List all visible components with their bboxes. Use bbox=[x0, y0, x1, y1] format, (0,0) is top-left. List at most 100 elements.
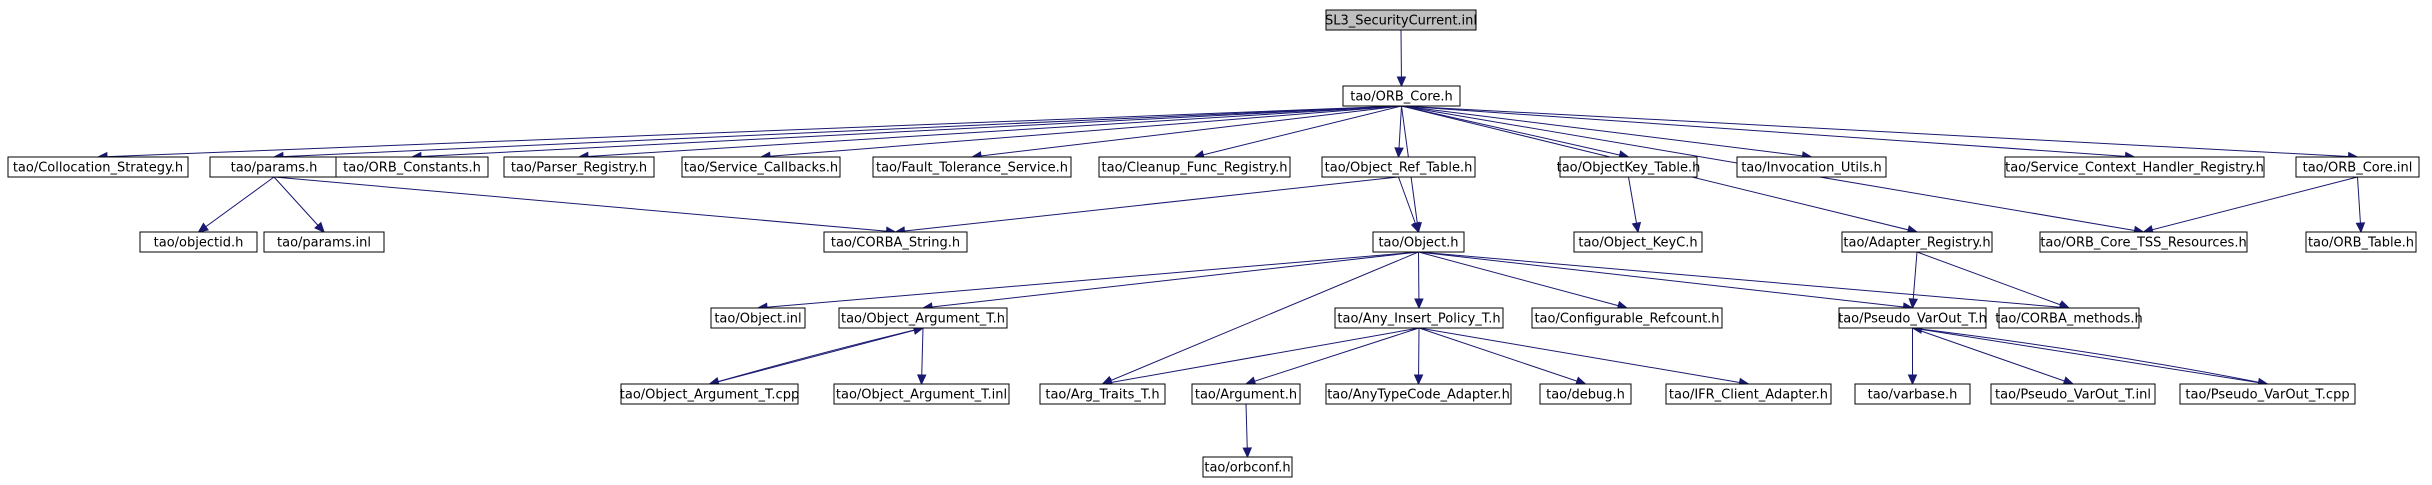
node-corba-methods[interactable]: tao/CORBA_methods.h bbox=[1995, 307, 2143, 329]
node-box bbox=[335, 156, 489, 178]
edge-params_h-to-corba_string bbox=[273, 176, 897, 236]
node-label: SL3_SecurityCurrent.inl bbox=[1325, 14, 1477, 29]
node-label: tao/AnyTypeCode_Adapter.h bbox=[1327, 388, 1510, 403]
node-label: tao/Object_Argument_T.cpp bbox=[620, 388, 799, 403]
node-label: tao/Object_Ref_Table.h bbox=[1325, 161, 1473, 176]
edge-adapter_registry-to-corba_methods bbox=[1916, 251, 2071, 310]
node-label: tao/params.inl bbox=[277, 236, 371, 251]
edge-line bbox=[1418, 251, 1628, 309]
edge-line bbox=[709, 327, 924, 385]
node-objectkey-table[interactable]: tao/ObjectKey_Table.h bbox=[1557, 156, 1701, 178]
node-varbase[interactable]: tao/varbase.h bbox=[1854, 383, 1971, 405]
node-adapter-registry[interactable]: tao/Adapter_Registry.h bbox=[1841, 231, 1993, 253]
edge-line bbox=[709, 327, 924, 385]
node-box bbox=[1998, 307, 2140, 329]
edge-line bbox=[198, 176, 275, 233]
node-pseudo-varout-cpp[interactable]: tao/Pseudo_VarOut_T.cpp bbox=[2179, 383, 2356, 405]
node-orb-table[interactable]: tao/ORB_Table.h bbox=[2305, 231, 2417, 253]
node-label: tao/Configurable_Refcount.h bbox=[1534, 312, 1719, 327]
edge-orb_core_h-to-params_h bbox=[272, 105, 1402, 162]
node-box bbox=[833, 383, 1010, 405]
node-orb-constants[interactable]: tao/ORB_Constants.h bbox=[335, 156, 489, 178]
edge-line bbox=[1418, 251, 2070, 309]
node-parser-registry[interactable]: tao/Parser_Registry.h bbox=[503, 156, 655, 178]
node-object-h[interactable]: tao/Object.h bbox=[1372, 231, 1465, 253]
node-box bbox=[1736, 156, 1887, 178]
node-configurable-refcount[interactable]: tao/Configurable_Refcount.h bbox=[1531, 307, 1723, 329]
node-label: tao/Arg_Traits_T.h bbox=[1045, 388, 1159, 403]
node-orbconf[interactable]: tao/orbconf.h bbox=[1202, 456, 1293, 478]
edge-any_insert-to-ifr_client bbox=[1418, 327, 1750, 388]
edge-line bbox=[97, 105, 1402, 158]
edge-line bbox=[2143, 176, 2358, 233]
edge-objectkey_table-to-object_keyc bbox=[1628, 176, 1642, 234]
node-label: tao/Invocation_Utils.h bbox=[1741, 161, 1882, 176]
node-label: tao/Collocation_Strategy.h bbox=[13, 161, 183, 176]
edge-orb_core_h-to-orb_constants bbox=[410, 105, 1402, 162]
arrowhead-icon bbox=[314, 221, 325, 233]
edge-line bbox=[1401, 105, 1812, 158]
node-object-argument-t-cpp[interactable]: tao/Object_Argument_T.cpp bbox=[620, 383, 799, 405]
arrowhead-icon bbox=[1631, 221, 1642, 234]
node-box bbox=[681, 156, 841, 178]
node-box bbox=[1665, 383, 1832, 405]
node-box bbox=[2305, 231, 2417, 253]
node-collocation[interactable]: tao/Collocation_Strategy.h bbox=[7, 156, 189, 178]
node-box bbox=[1372, 231, 1465, 253]
arrowhead-icon bbox=[1907, 374, 1918, 386]
node-anytypecode[interactable]: tao/AnyTypeCode_Adapter.h bbox=[1325, 383, 1512, 405]
node-label: tao/CORBA_methods.h bbox=[1995, 312, 2142, 327]
node-object-inl[interactable]: tao/Object.inl bbox=[710, 307, 806, 329]
node-service-callbacks[interactable]: tao/Service_Callbacks.h bbox=[681, 156, 841, 178]
node-label: tao/Pseudo_VarOut_T.h bbox=[1838, 312, 1987, 327]
node-box bbox=[2295, 156, 2420, 178]
edge-line bbox=[273, 105, 1402, 158]
node-box bbox=[1539, 383, 1632, 405]
node-label: tao/Object_KeyC.h bbox=[1578, 236, 1697, 251]
node-ifr-client[interactable]: tao/IFR_Client_Adapter.h bbox=[1665, 383, 1832, 405]
edge-params_h-to-objectid bbox=[197, 176, 275, 233]
edge-pseudo_varout_h-to-varbase bbox=[1907, 328, 1918, 386]
node-arg-traits[interactable]: tao/Arg_Traits_T.h bbox=[1039, 383, 1166, 405]
node-fault-tolerance[interactable]: tao/Fault_Tolerance_Service.h bbox=[872, 156, 1072, 178]
node-orb-core-h[interactable]: tao/ORB_Core.h bbox=[1342, 85, 1461, 107]
edge-pseudo_varout_h-to-pseudo_varout_cpp bbox=[1912, 327, 2269, 388]
arrowhead-icon bbox=[1394, 147, 1404, 159]
node-cleanup[interactable]: tao/Cleanup_Func_Registry.h bbox=[1098, 156, 1291, 178]
node-box bbox=[503, 156, 655, 178]
node-params-inl[interactable]: tao/params.inl bbox=[263, 231, 385, 253]
node-pseudo-varout-h[interactable]: tao/Pseudo_VarOut_T.h bbox=[1838, 307, 1987, 329]
edge-line bbox=[273, 176, 896, 233]
node-debug-h[interactable]: tao/debug.h bbox=[1539, 383, 1632, 405]
edge-object_h-to-object_inl bbox=[756, 251, 1419, 312]
node-objectid[interactable]: tao/objectid.h bbox=[139, 231, 258, 253]
node-corba-string[interactable]: tao/CORBA_String.h bbox=[823, 231, 968, 253]
arrowhead-icon bbox=[1413, 374, 1424, 386]
node-box bbox=[1191, 383, 1301, 405]
node-pseudo-varout-inl[interactable]: tao/Pseudo_VarOut_T.inl bbox=[1990, 383, 2156, 405]
node-orb-core-tss[interactable]: tao/ORB_Core_TSS_Resources.h bbox=[2039, 231, 2248, 253]
node-argument-h[interactable]: tao/Argument.h bbox=[1191, 383, 1301, 405]
edge-line bbox=[1102, 327, 1420, 385]
node-object-argument-t-h[interactable]: tao/Object_Argument_T.h bbox=[838, 307, 1008, 329]
node-box bbox=[1854, 383, 1971, 405]
node-label: tao/ORB_Core.h bbox=[1350, 90, 1453, 105]
edge-any_insert-to-argument_h bbox=[1244, 327, 1420, 386]
node-object-ref-table[interactable]: tao/Object_Ref_Table.h bbox=[1321, 156, 1476, 178]
node-orb-core-inl[interactable]: tao/ORB_Core.inl bbox=[2295, 156, 2420, 178]
node-invocation-utils[interactable]: tao/Invocation_Utils.h bbox=[1736, 156, 1887, 178]
edge-line bbox=[1912, 327, 2268, 385]
node-box bbox=[710, 307, 806, 329]
edge-line bbox=[1418, 251, 1913, 309]
node-label: tao/Pseudo_VarOut_T.inl bbox=[1995, 388, 2151, 403]
edge-line bbox=[411, 105, 1402, 158]
node-label: tao/varbase.h bbox=[1868, 388, 1958, 403]
node-object-argument-t-inl[interactable]: tao/Object_Argument_T.inl bbox=[833, 383, 1010, 405]
node-box bbox=[1990, 383, 2156, 405]
node-box bbox=[1573, 231, 1703, 253]
node-label: tao/Fault_Tolerance_Service.h bbox=[876, 161, 1068, 176]
node-service-context[interactable]: tao/Service_Context_Handler_Registry.h bbox=[2004, 156, 2265, 178]
node-object-keyc[interactable]: tao/Object_KeyC.h bbox=[1573, 231, 1703, 253]
node-params-h[interactable]: tao/params.h bbox=[209, 156, 339, 178]
node-any-insert[interactable]: tao/Any_Insert_Policy_T.h bbox=[1334, 307, 1504, 329]
